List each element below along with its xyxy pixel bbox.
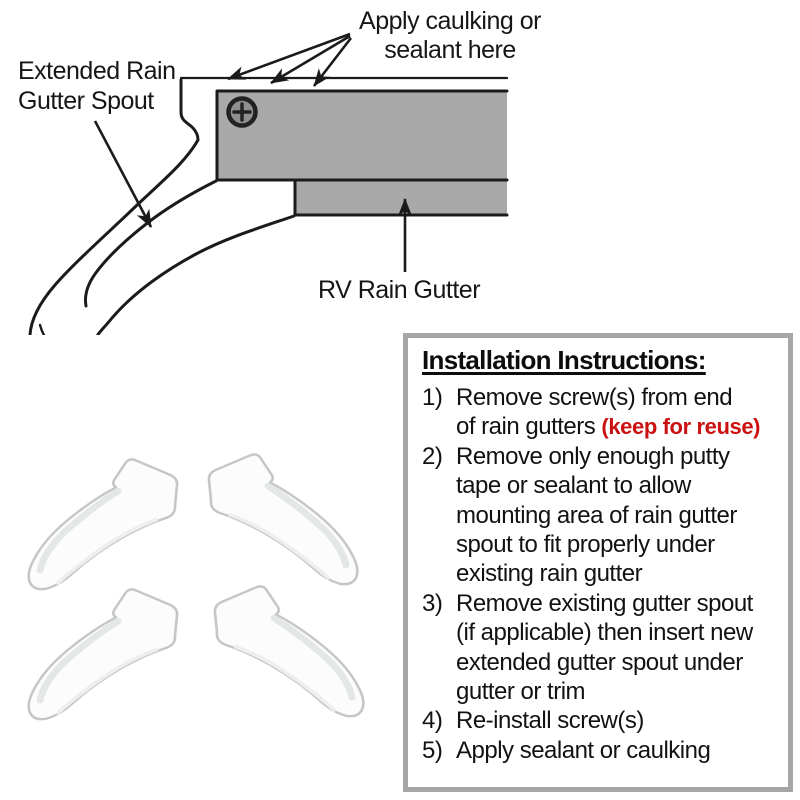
rain-gutter-band-lower xyxy=(295,180,507,215)
step-line: extended gutter spout under xyxy=(456,648,743,676)
gutter-spout-photo-bottom-left xyxy=(29,589,177,719)
spout-mouth-edge xyxy=(84,179,218,308)
step-line: existing rain gutter xyxy=(456,560,643,588)
rv-rain-gutter-callout: RV Rain Gutter xyxy=(317,276,481,304)
caulking-arrow-3 xyxy=(312,37,353,87)
gutter-spout-photo-bottom-right xyxy=(215,586,363,716)
extended-spout-callout: Extended Rain Gutter Spout xyxy=(18,56,176,116)
step-line: spout to fit properly under xyxy=(456,531,715,559)
step-line: Remove only enough putty xyxy=(456,442,730,470)
instructions-title: Installation Instructions: xyxy=(422,345,706,375)
step-line: Re-install screw(s) xyxy=(456,707,644,735)
rain-gutter-band-upper xyxy=(217,91,507,180)
installation-instructions-box: Installation Instructions: 1) Remove scre… xyxy=(403,333,793,792)
step-line: (if applicable) then insert new xyxy=(456,619,753,647)
spout-lip-arc-1 xyxy=(38,323,46,335)
instruction-step: 3) Remove existing gutter spout(if applic… xyxy=(422,589,780,707)
step-number: 3) xyxy=(422,589,443,617)
extended-spout-callout-line2: Gutter Spout xyxy=(18,87,154,115)
screw-icon xyxy=(226,96,258,128)
step-line: Remove existing gutter spout xyxy=(456,589,753,617)
spout-upper-edge xyxy=(28,78,200,335)
spout-label-arrow xyxy=(93,120,153,228)
caulking-arrow-2 xyxy=(270,34,351,85)
step-line: of rain gutters (keep for reuse) xyxy=(456,413,761,441)
step-number: 4) xyxy=(422,707,443,735)
gutter-spout-diagram xyxy=(28,32,509,335)
step-line: Apply sealant or caulking xyxy=(456,736,711,764)
step-note: (keep for reuse) xyxy=(601,414,761,440)
caulking-callout-line2: sealant here xyxy=(384,36,516,64)
step-line: Remove screw(s) from end xyxy=(456,384,733,411)
step-line: gutter or trim xyxy=(456,678,586,706)
gutter-upper-outline xyxy=(215,89,509,182)
step-number: 1) xyxy=(422,384,443,411)
caulking-callout: Apply caulking or sealant here xyxy=(350,7,550,65)
gutter-spout-photo-top-right xyxy=(209,454,357,584)
step-line: mounting area of rain gutter xyxy=(456,501,737,529)
extended-spout-callout-line1: Extended Rain xyxy=(18,57,176,85)
annotation-arrows xyxy=(93,32,412,272)
product-photo xyxy=(0,440,400,735)
gutter-spout-photo-top-left xyxy=(29,459,177,589)
step-line: tape or sealant to allow xyxy=(456,472,691,500)
spout-lower-edge xyxy=(95,214,296,335)
instruction-step: 4) Re-install screw(s) xyxy=(422,706,780,735)
step-number: 2) xyxy=(422,442,443,470)
step-number: 5) xyxy=(422,736,443,764)
caulking-callout-line1: Apply caulking or xyxy=(359,7,541,35)
instruction-step: 5) Apply sealant or caulking xyxy=(422,736,780,765)
caulking-arrow-1 xyxy=(227,32,351,81)
